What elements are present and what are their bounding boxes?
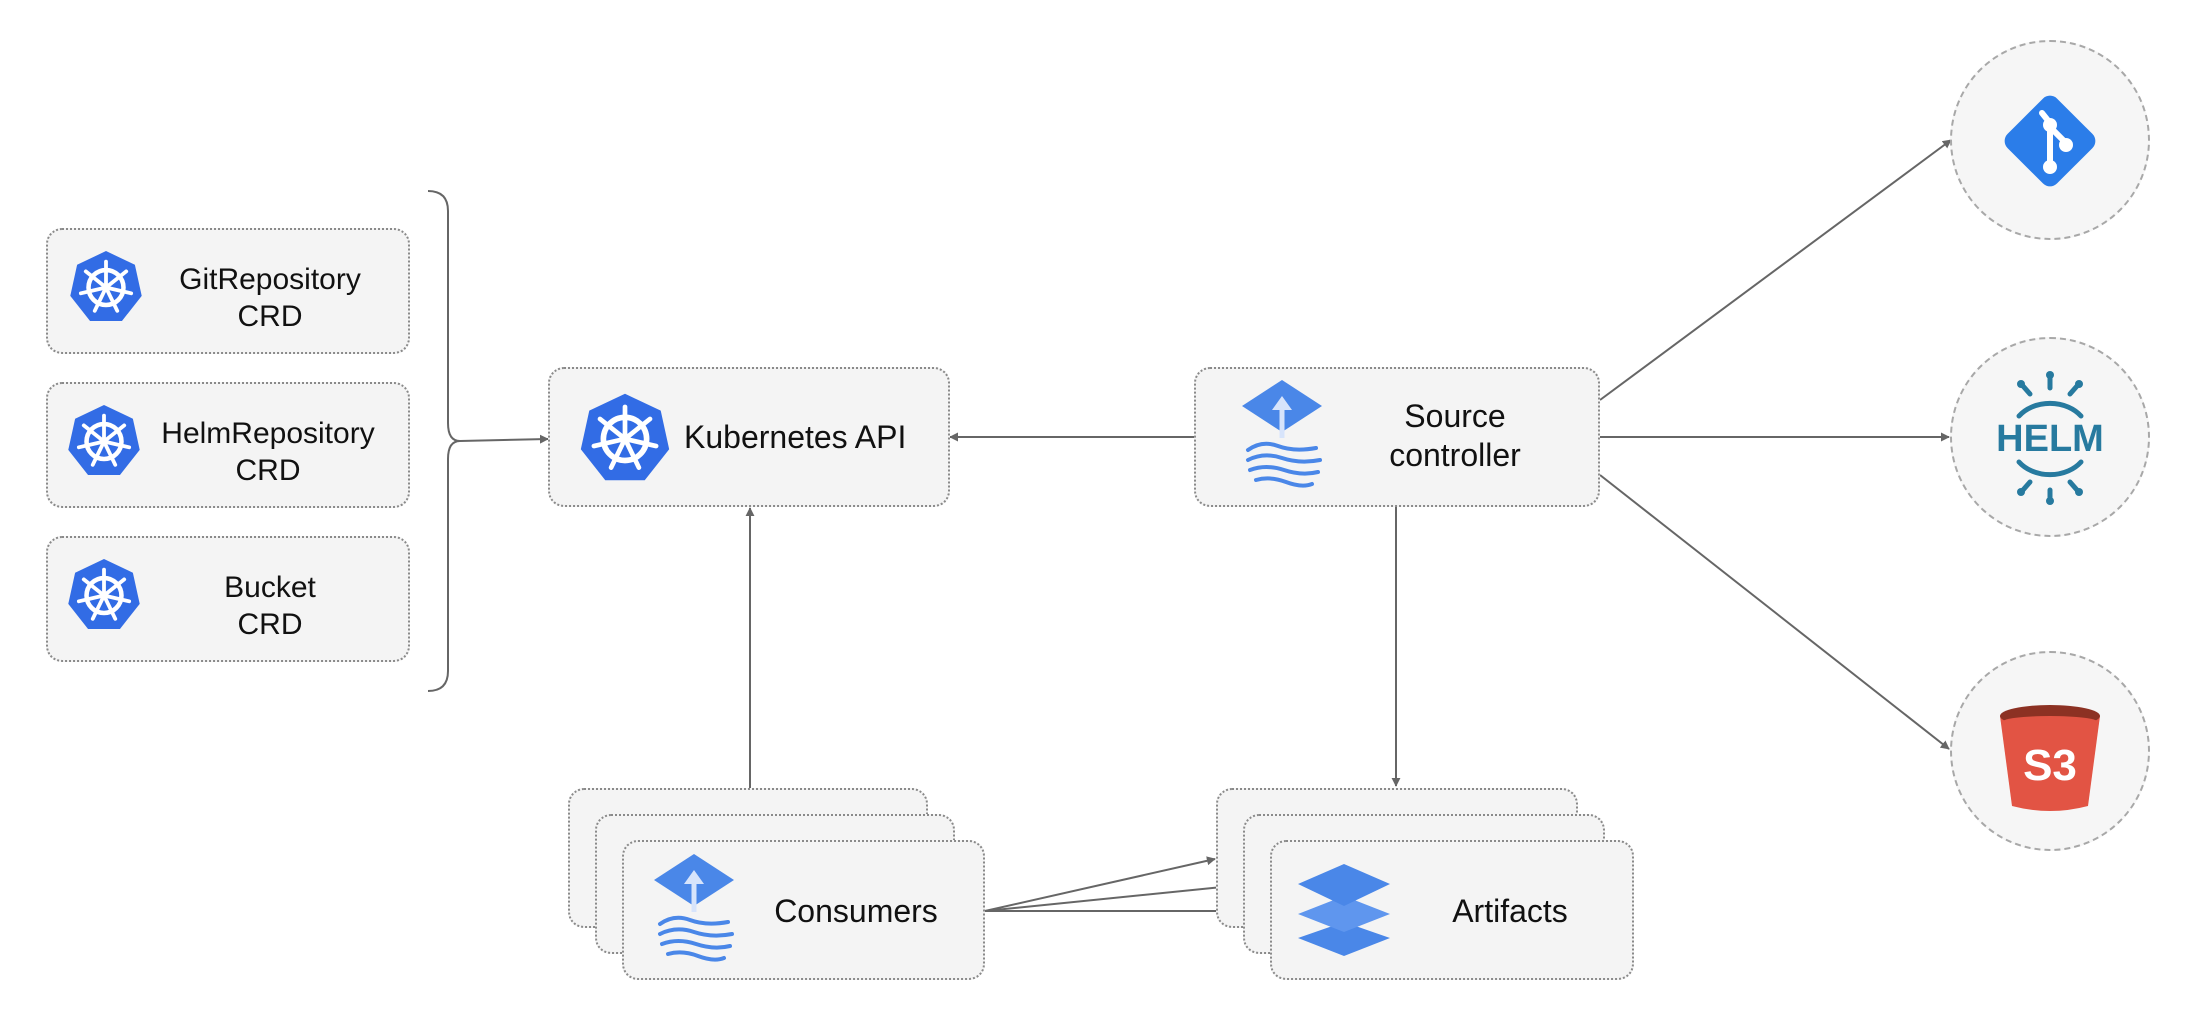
arrow-crds-to-api xyxy=(459,434,549,444)
arrow-controller-to-s3 xyxy=(1599,474,1950,750)
helm-logo-text: HELM xyxy=(1996,418,2104,460)
s3-bucket-icon: S3 xyxy=(2000,705,2100,811)
layers-icon xyxy=(1298,864,1390,956)
crd-group-brace xyxy=(427,190,461,692)
source-controller-box xyxy=(1194,367,1600,507)
kubernetes-api-label: Kubernetes API xyxy=(684,419,907,455)
flux-icon xyxy=(1242,380,1322,488)
arrow-controller-to-git xyxy=(1599,139,1952,401)
consumers-label: Consumers xyxy=(774,893,938,929)
s3-logo-text: S3 xyxy=(2023,741,2077,790)
kubernetes-icon xyxy=(68,559,140,629)
kubernetes-icon xyxy=(68,405,140,475)
arrow-consumers-to-artifacts-2 xyxy=(984,881,1243,912)
helm-icon: HELM xyxy=(1996,371,2104,505)
kubernetes-icon xyxy=(580,393,670,481)
flux-icon xyxy=(654,854,734,962)
kubernetes-icon xyxy=(70,251,142,321)
arrow-consumers-to-artifacts-1 xyxy=(984,856,1216,912)
git-icon xyxy=(2004,95,2096,187)
artifacts-label: Artifacts xyxy=(1452,893,1568,929)
